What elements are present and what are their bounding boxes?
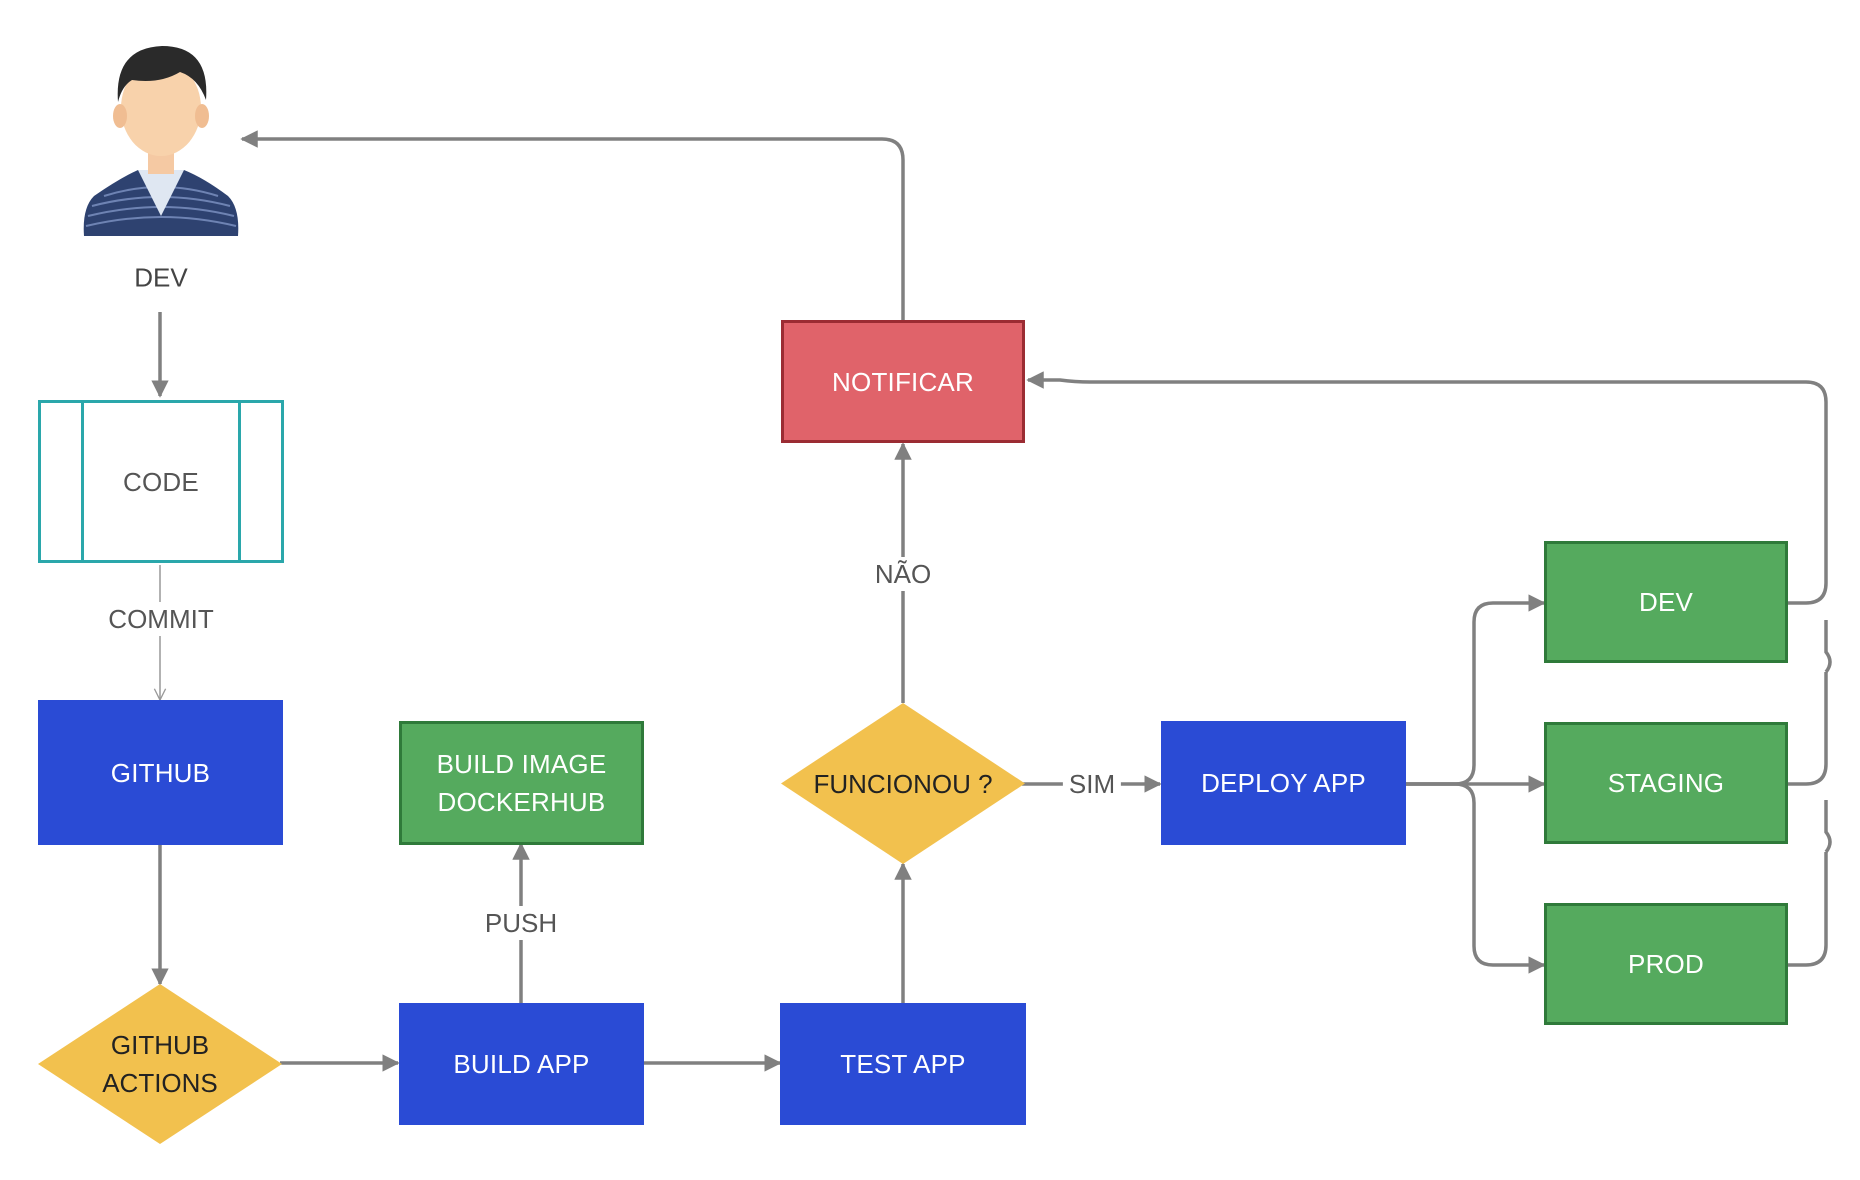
env-staging-node[interactable]: STAGING [1544,722,1788,844]
github-node[interactable]: GITHUB [38,700,283,845]
edge-label-commit: COMMIT [102,602,220,636]
env-prod-label: PROD [1628,949,1704,979]
github-actions-label: GITHUB ACTIONS [102,1030,218,1098]
funcionou-decision[interactable]: FUNCIONOU ? [781,703,1025,864]
env-prod-node[interactable]: PROD [1544,903,1788,1025]
deploy-app-label: DEPLOY APP [1201,768,1366,798]
edge-label-nao: NÃO [868,557,938,591]
edge-notify-to-dev [240,130,905,320]
edge-deploy-to-env-dev [1406,594,1546,786]
code-node-right-bar [238,403,241,560]
build-image-node[interactable]: BUILD IMAGE DOCKERHUB [399,721,644,845]
code-node-left-bar [81,403,84,560]
build-image-label: BUILD IMAGE DOCKERHUB [436,749,607,817]
developer-label: DEV [134,262,188,293]
funcionou-label: FUNCIONOU ? [813,768,993,799]
edge-staging-return [1788,672,1828,786]
build-app-node[interactable]: BUILD APP [399,1003,644,1125]
github-node-label: GITHUB [110,757,211,788]
funcionou-shape [781,703,1025,864]
edge-junction-marks [1824,620,1832,854]
notificar-label: NOTIFICAR [832,366,974,397]
github-actions-decision[interactable]: GITHUB ACTIONS [38,984,282,1144]
test-app-node[interactable]: TEST APP [780,1003,1026,1125]
env-dev-label: DEV [1638,587,1694,617]
deploy-app-node[interactable]: DEPLOY APP [1161,721,1406,845]
developer-avatar-icon [83,46,239,236]
edge-label-sim: SIM [1062,767,1122,801]
env-dev-node[interactable]: DEV [1544,541,1788,663]
edge-label-push: PUSH [478,906,564,940]
github-actions-shape [38,984,282,1144]
env-staging-label: STAGING [1607,768,1725,798]
build-app-label: BUILD APP [453,1049,590,1079]
code-node[interactable]: CODE [38,400,284,563]
edge-envs-to-notify [1026,371,1828,605]
code-node-label: CODE [123,466,199,497]
test-app-label: TEST APP [840,1049,966,1079]
notificar-node[interactable]: NOTIFICAR [781,320,1025,443]
edge-deploy-to-env-prod [1406,782,1546,974]
edge-prod-return [1788,852,1828,967]
